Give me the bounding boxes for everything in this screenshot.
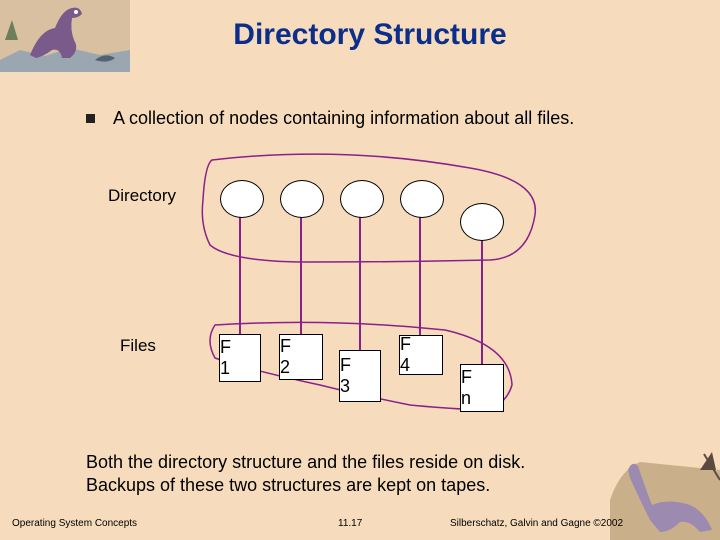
file-box-f1: F 1 <box>219 334 261 382</box>
bottom-line-2: Backups of these two structures are kept… <box>86 475 491 495</box>
file-box-f3: F 3 <box>339 350 381 402</box>
directory-node <box>400 180 444 218</box>
square-bullet-icon <box>86 114 95 123</box>
directory-node <box>340 180 384 218</box>
footer-right: Silberschatz, Galvin and Gagne ©2002 <box>450 518 624 529</box>
bullet-text: A collection of nodes containing informa… <box>113 108 575 128</box>
dinosaur-logo-top-left <box>0 0 130 72</box>
directory-node <box>280 180 324 218</box>
directory-label: Directory <box>108 186 177 205</box>
bottom-text: Both the directory structure and the fil… <box>86 451 525 497</box>
files-label: Files <box>120 336 156 355</box>
slide-title: Directory Structure <box>233 18 507 51</box>
directory-enclosure <box>201 153 536 263</box>
file-box-f4: F 4 <box>399 334 443 375</box>
footer-left: Operating System Concepts <box>12 518 138 529</box>
bottom-line-1: Both the directory structure and the fil… <box>86 452 526 472</box>
bullet-item: A collection of nodes containing informa… <box>86 108 574 129</box>
directory-node <box>220 180 264 218</box>
directory-node <box>460 203 504 241</box>
file-box-fn: F n <box>460 364 504 412</box>
file-box-f2: F 2 <box>279 334 323 380</box>
footer-page-number: 11.17 <box>338 518 363 529</box>
